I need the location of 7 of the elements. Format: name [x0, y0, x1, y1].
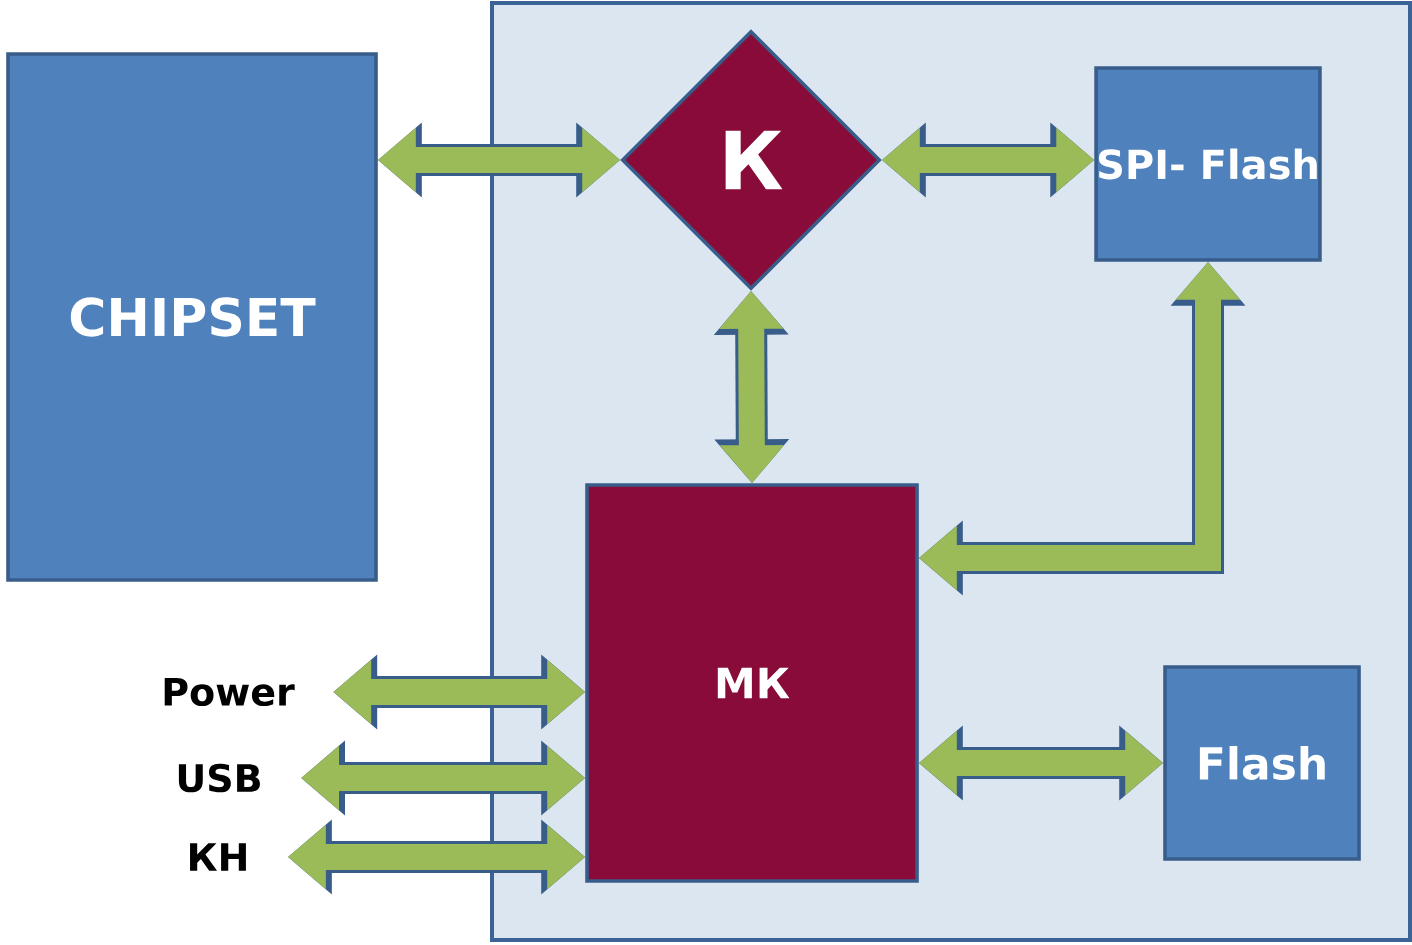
chipset-box: CHIPSET: [6, 52, 378, 582]
controller-box: МК: [585, 483, 919, 883]
port-label: USB: [178, 763, 260, 793]
port-label: КН: [190, 843, 246, 871]
port-label: Power: [164, 677, 295, 707]
memory-box: Flash: [1163, 665, 1361, 861]
memory-box: SPI- Flash: [1094, 66, 1322, 262]
